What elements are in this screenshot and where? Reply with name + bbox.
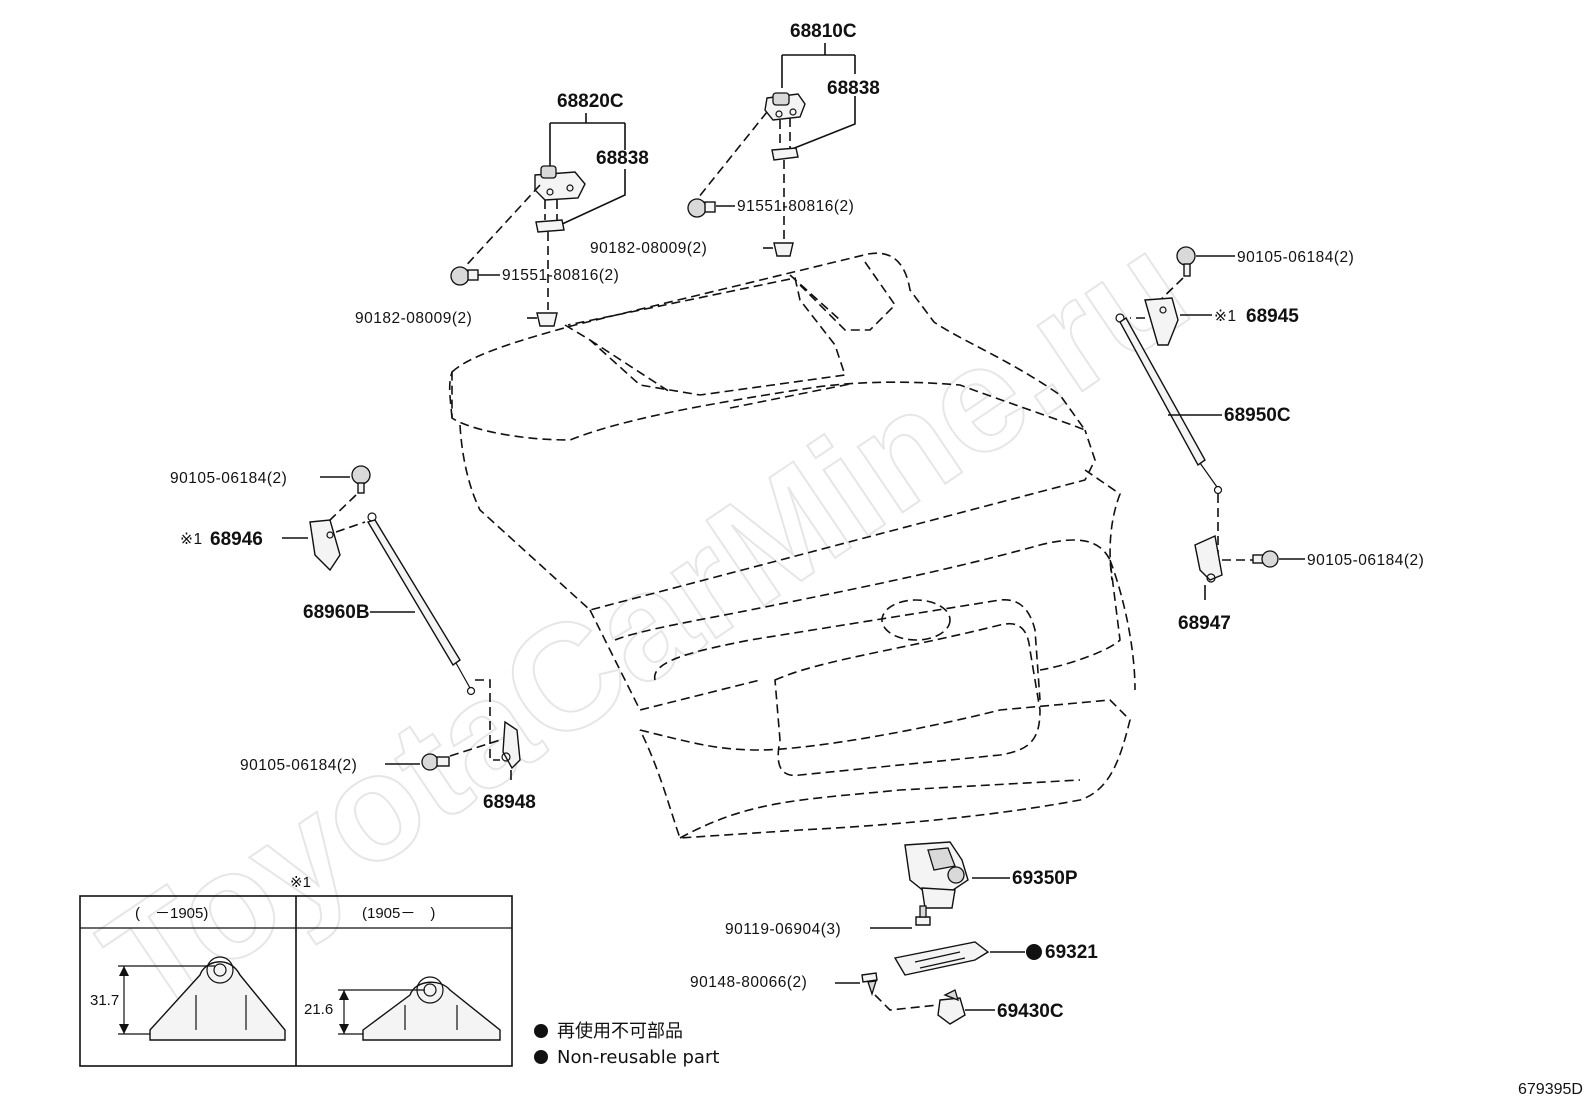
label-90105-bottom-left: 90105-06184(2)	[240, 757, 357, 774]
right-stay-group: 90105-06184(2) ※1 68945 68950C 901	[1115, 246, 1424, 634]
diagram-code: 679395D	[1518, 1081, 1583, 1098]
hinge-68810C-group: 68810C 68838 91551-80816(2) 90182-08009(…	[590, 21, 880, 257]
label-68948: 68948	[483, 792, 536, 813]
inset-left-header: ( －1905)	[135, 905, 208, 922]
label-68950C: 68950C	[1224, 405, 1291, 426]
inset-right-header: (1905－ )	[362, 905, 435, 922]
label-90119: 90119-06904(3)	[725, 921, 841, 938]
non-reusable-dot-69321	[1026, 944, 1042, 960]
watermark-text: ToyotaCarMine.ru	[74, 200, 1216, 1046]
label-90105-mid-right: 90105-06184(2)	[1307, 552, 1424, 569]
bracket-68945	[1144, 297, 1179, 346]
part-69430C	[937, 989, 966, 1025]
label-68838-left: 68838	[596, 148, 649, 169]
label-91551-right: 91551-80816(2)	[737, 198, 854, 215]
legend-dot-2	[534, 1050, 548, 1064]
bolt-91551-right	[687, 198, 716, 218]
note-mark-68946: ※1	[180, 531, 203, 548]
tailgate-outline	[448, 252, 1136, 839]
cover-69321	[893, 941, 990, 976]
label-68945: 68945	[1246, 306, 1299, 327]
inset-left-profile	[118, 956, 286, 1041]
note-mark-68945: ※1	[1214, 308, 1237, 325]
bolt-91551-left	[450, 266, 479, 286]
watermark: ToyotaCarMine.ru	[73, 199, 1217, 1047]
label-68947: 68947	[1178, 613, 1231, 634]
inset-right-profile	[338, 976, 501, 1041]
label-91551-left: 91551-80816(2)	[502, 267, 619, 284]
bolt-90105-mid-right	[1252, 550, 1279, 568]
label-69350P: 69350P	[1012, 868, 1078, 889]
legend-dot-1	[534, 1024, 548, 1038]
label-68820C: 68820C	[557, 91, 624, 112]
screw-90148	[861, 972, 878, 997]
hinge-68820C-part	[534, 165, 586, 201]
bracket-68947	[1194, 534, 1223, 583]
label-90105-top-right: 90105-06184(2)	[1237, 249, 1354, 266]
label-90182-left: 90182-08009(2)	[355, 310, 472, 327]
label-90105-top-left: 90105-06184(2)	[170, 470, 287, 487]
inset-left-dim: 31.7	[90, 992, 119, 1009]
bolt-90119	[915, 905, 931, 926]
gas-stay-68950C	[1115, 313, 1223, 495]
bolt-90105-bottom-left	[421, 753, 450, 771]
hinge-68810C-part	[764, 92, 806, 121]
nut-90182-left	[536, 312, 558, 327]
bolt-90105-top-right	[1176, 246, 1196, 277]
left-stay-group: 90105-06184(2) ※1 68946 68960B 90105-06	[170, 465, 536, 813]
label-68838-right: 68838	[827, 78, 880, 99]
lock-group: 69350P 90119-06904(3) 69321 90148-80066(…	[690, 841, 1098, 1025]
inset-right-dim: 21.6	[304, 1001, 333, 1018]
label-68946: 68946	[210, 529, 263, 550]
legend-line-1: 再使用不可部品	[557, 1021, 683, 1042]
label-69430C: 69430C	[997, 1001, 1064, 1022]
label-68810C: 68810C	[790, 21, 857, 42]
inset-note-1: ※1 ( －1905) (1905－ ) 31.7	[79, 874, 513, 1067]
label-90148: 90148-80066(2)	[690, 974, 807, 991]
bracket-68948	[501, 720, 521, 770]
label-90182-right: 90182-08009(2)	[590, 240, 707, 257]
lock-69350P	[904, 841, 969, 909]
bolt-90105-top-left	[351, 465, 371, 494]
hinge-68820C-group: 68820C 68838 91551-80816(2) 90182-08009(…	[355, 91, 649, 327]
inset-title: ※1	[290, 874, 311, 891]
gas-stay-68960B	[366, 512, 476, 696]
legend-line-2: Non-reusable part	[557, 1047, 719, 1068]
legend: 再使用不可部品 Non-reusable part	[534, 1021, 719, 1068]
label-68960B: 68960B	[303, 602, 370, 623]
bracket-68946	[309, 519, 341, 572]
label-69321: 69321	[1045, 942, 1098, 963]
nut-90182-right	[773, 242, 794, 257]
